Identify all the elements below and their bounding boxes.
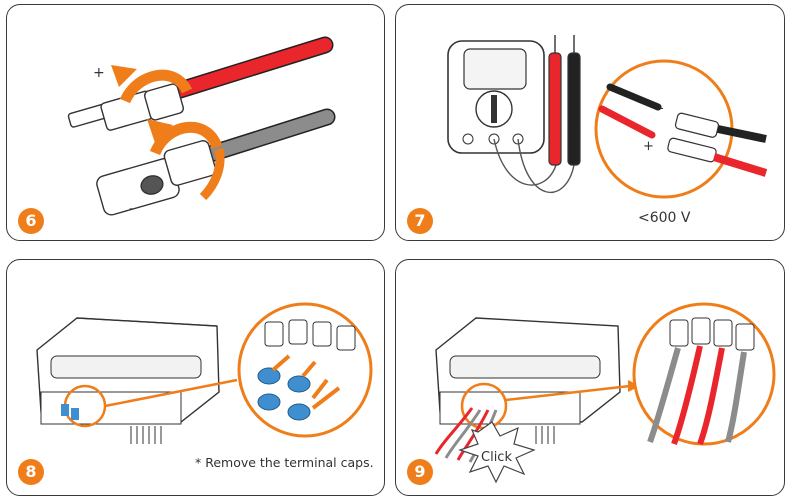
- inverter-connect-illustration: [396, 260, 785, 496]
- voltage-label: <600 V: [638, 210, 690, 226]
- step-badge-9: 9: [407, 459, 433, 485]
- step-badge-7: 7: [407, 208, 433, 234]
- step-badge-6: 6: [18, 208, 44, 234]
- minus-sign: -: [129, 201, 134, 217]
- step-9-panel: Click 9: [395, 259, 785, 496]
- step-7-panel: - + <600 V 7: [395, 4, 785, 241]
- minus-sign: -: [659, 101, 664, 116]
- multimeter-illustration: [396, 5, 785, 241]
- plus-sign: +: [643, 139, 654, 154]
- remove-caps-note: * Remove the terminal caps.: [195, 455, 374, 470]
- step-8-panel: * Remove the terminal caps. 8: [6, 259, 385, 496]
- connector-illustration: [7, 5, 385, 241]
- plus-sign: +: [93, 65, 105, 81]
- click-label: Click: [481, 450, 512, 465]
- step-6-panel: + - 6: [6, 4, 385, 241]
- step-badge-8: 8: [18, 459, 44, 485]
